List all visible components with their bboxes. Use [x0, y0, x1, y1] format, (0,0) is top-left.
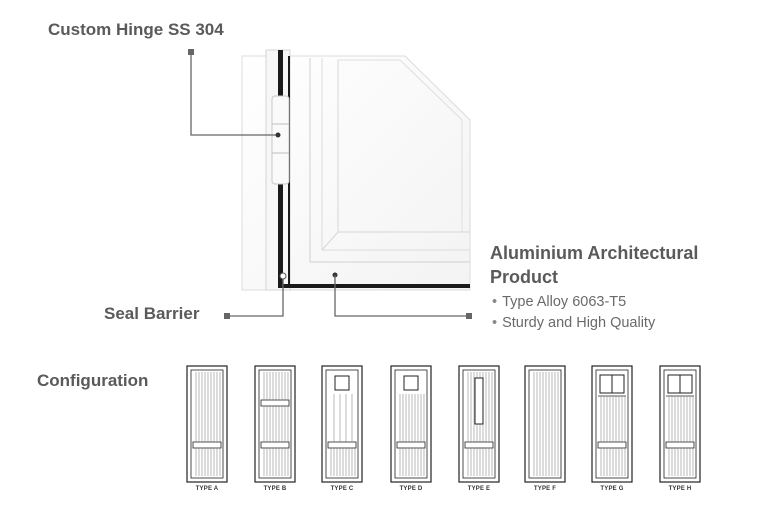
callout-lines — [188, 49, 472, 319]
config-door-type-d — [390, 365, 432, 483]
configuration-doors — [186, 365, 701, 483]
seal-barrier-label: Seal Barrier — [104, 304, 200, 323]
hinge-icon — [271, 95, 290, 185]
hinge-label: Custom Hinge SS 304 — [48, 20, 224, 39]
type-label-h: TYPE H — [668, 486, 692, 492]
door-cutaway — [241, 49, 471, 291]
feature-item: Sturdy and High Quality — [492, 313, 655, 334]
product-title: Aluminium Architectural Product — [490, 241, 740, 289]
config-door-type-a — [186, 365, 228, 483]
product-features-list: Type Alloy 6063-T5 Sturdy and High Quali… — [492, 292, 655, 334]
config-door-type-c — [321, 365, 363, 483]
config-door-type-f — [524, 365, 566, 483]
type-label-d: TYPE D — [399, 486, 423, 492]
type-label-g: TYPE G — [600, 486, 624, 492]
type-label-b: TYPE B — [263, 486, 287, 492]
config-door-type-e — [458, 365, 500, 483]
type-label-c: TYPE C — [330, 486, 354, 492]
configuration-label: Configuration — [37, 371, 149, 390]
config-door-type-g — [591, 365, 633, 483]
type-label-a: TYPE A — [195, 486, 219, 492]
type-label-e: TYPE E — [467, 486, 491, 492]
config-door-type-h — [659, 365, 701, 483]
type-label-f: TYPE F — [533, 486, 557, 492]
product-title-line1: Aluminium Architectural — [490, 243, 699, 263]
feature-item: Type Alloy 6063-T5 — [492, 292, 655, 313]
product-title-line2: Product — [490, 267, 559, 287]
config-door-type-b — [254, 365, 296, 483]
